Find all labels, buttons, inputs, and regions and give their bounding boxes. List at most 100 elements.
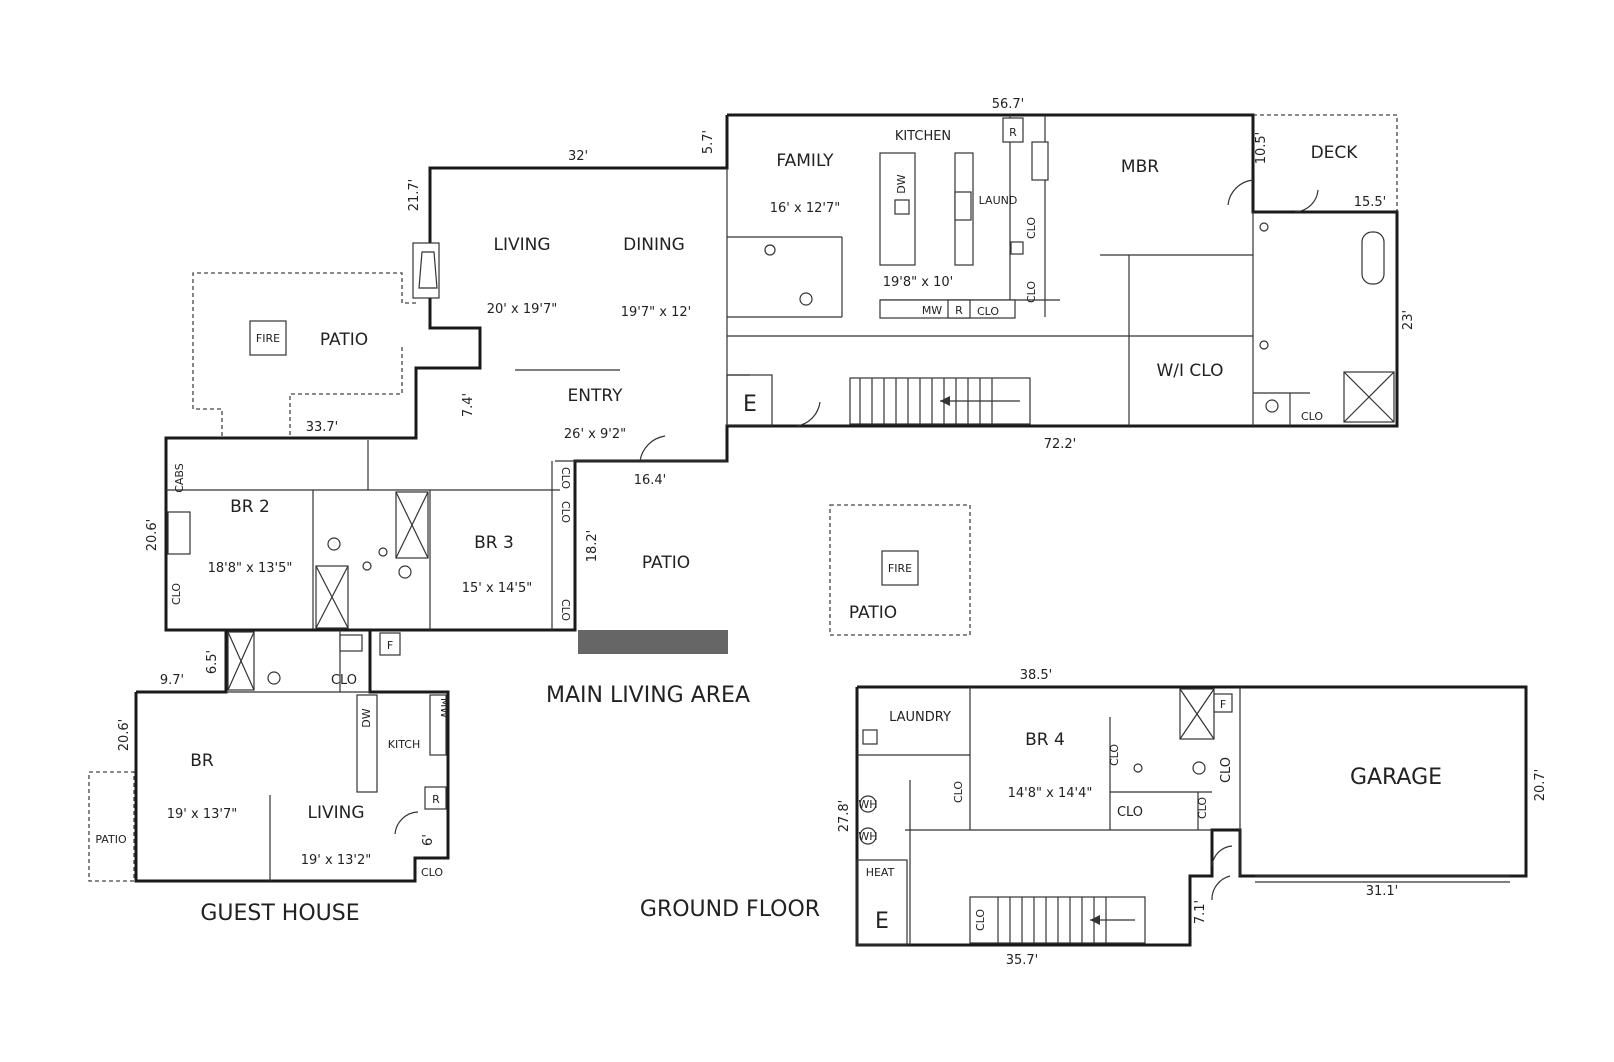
room-label: ENTRY xyxy=(568,386,624,406)
closet-label: CLO xyxy=(1219,757,1234,783)
fireplace-icon xyxy=(167,511,191,555)
shower-icon xyxy=(395,491,429,559)
dimension-label: 20.6' xyxy=(145,519,160,552)
room-label: FAMILY xyxy=(776,151,834,171)
sink-icon xyxy=(1259,222,1269,232)
toilet-icon xyxy=(1265,399,1279,413)
toilet-icon xyxy=(1192,761,1206,775)
toilet-icon xyxy=(327,537,341,551)
door-swing xyxy=(1211,845,1233,867)
dimension-label: 6.5' xyxy=(205,650,220,674)
dimension-label: 18.2' xyxy=(585,530,600,563)
dimension-label: 5.7' xyxy=(701,130,716,154)
fridge-label: R xyxy=(1009,126,1017,139)
fridge-label: R xyxy=(955,304,963,317)
guest-house: 9.7' 6.5' 20.6' 6' BR 19' x 13'7" LIVING… xyxy=(88,628,451,926)
room-label: BR 4 xyxy=(1025,730,1065,750)
sink-icon xyxy=(378,547,388,557)
dimension-label: 38.5' xyxy=(1020,668,1053,683)
deck-outline xyxy=(1253,114,1398,212)
closet-label: CLO xyxy=(421,866,443,879)
dimension-label: 15.5' xyxy=(1354,195,1387,210)
fridge-box xyxy=(947,299,971,319)
closet-label: CLO xyxy=(1301,410,1323,423)
dimension-label: 23' xyxy=(1401,310,1416,330)
section-title: GUEST HOUSE xyxy=(200,901,359,926)
room-label: HEAT xyxy=(866,866,895,879)
closet-label: CLO xyxy=(974,909,987,931)
upper-patio-outline xyxy=(192,272,416,438)
closet-label: CLO xyxy=(1025,217,1038,239)
dimension-label: 35.7' xyxy=(1006,953,1039,968)
furnace-box xyxy=(379,632,401,656)
ground-floor: 38.5' 27.8' 20.7' 35.7' 7.1' 31.1' LAUND… xyxy=(640,668,1548,968)
dimension-label: 9.7' xyxy=(160,673,184,688)
room-label: BR xyxy=(190,751,214,771)
elevator-label: E xyxy=(743,392,757,417)
room-label: LAUNDRY xyxy=(889,710,951,725)
water-heater-label: WH xyxy=(858,798,877,811)
room-size: 20' x 19'7" xyxy=(487,302,557,317)
elevator-box xyxy=(726,374,773,426)
main-living-area: 56.7' 32' 5.7' 21.7' 10.5' 15.5' 23' 72.… xyxy=(145,97,1416,708)
dimension-label: 21.7' xyxy=(407,179,422,212)
microwave-label: MW xyxy=(438,698,451,718)
dimension-label: 7.4' xyxy=(461,393,476,417)
dimension-label: 16.4' xyxy=(634,473,667,488)
dimension-label: 7.1' xyxy=(1193,900,1208,924)
room-label: KITCHEN xyxy=(895,129,951,144)
guest-patio-outline xyxy=(88,771,135,882)
closet-label: CLO xyxy=(559,501,572,523)
door-swing xyxy=(394,811,419,835)
closet-label: CLO xyxy=(977,305,999,318)
toilet-icon xyxy=(398,565,412,579)
room-size: 15' x 14'5" xyxy=(462,581,532,596)
closet-label: CLO xyxy=(559,467,572,489)
section-title: MAIN LIVING AREA xyxy=(546,683,750,708)
room-size: 19' x 13'7" xyxy=(167,807,237,822)
door-swing xyxy=(1227,179,1254,206)
room-size: 19' x 13'2" xyxy=(301,853,371,868)
door-swing xyxy=(796,401,821,427)
closet-label: CLO xyxy=(1196,797,1209,819)
room-label: KITCH xyxy=(388,738,420,751)
dimension-label: 6' xyxy=(421,834,436,846)
room-size: 19'8" x 10' xyxy=(883,275,953,290)
closet-label: CLO xyxy=(1108,744,1121,766)
room-label: BR 2 xyxy=(230,497,270,517)
dimension-label: 56.7' xyxy=(992,97,1025,112)
microwave-label: MW xyxy=(922,304,942,317)
closet-label: CLO xyxy=(170,583,183,605)
sink-icon xyxy=(862,729,878,745)
dimension-label: 72.2' xyxy=(1044,437,1077,452)
main-stairs xyxy=(849,377,1031,425)
room-label: LIVING xyxy=(307,803,364,823)
room-label: W/I CLO xyxy=(1156,361,1223,381)
room-label: PATIO xyxy=(849,603,897,623)
closet-label: CLO xyxy=(1025,281,1038,303)
fireplace-icon xyxy=(418,251,438,289)
fridge-box xyxy=(424,786,447,810)
main-exterior-wall xyxy=(164,113,1399,632)
water-heater-label: WH xyxy=(858,830,877,843)
fire-label: FIRE xyxy=(256,332,280,345)
sink-icon xyxy=(1259,340,1269,350)
furnace-box xyxy=(1213,693,1233,713)
closet-label: CLO xyxy=(1117,805,1143,820)
heat-room xyxy=(856,859,908,946)
water-heater-icon xyxy=(859,795,877,813)
patio-steps xyxy=(578,630,728,654)
room-label: GARAGE xyxy=(1350,765,1442,790)
shower-icon xyxy=(1343,371,1395,423)
dimension-label: 20.6' xyxy=(117,719,132,752)
room-label: DECK xyxy=(1311,143,1359,163)
room-label: LIVING xyxy=(493,235,550,255)
sink-icon xyxy=(894,199,910,215)
door-swing xyxy=(1211,875,1231,901)
sink-icon xyxy=(764,244,776,256)
dishwasher-label: DW xyxy=(360,708,373,727)
dimension-label: 33.7' xyxy=(306,420,339,435)
room-size: 19'7" x 12' xyxy=(621,305,691,320)
fire-label: FIRE xyxy=(888,562,912,575)
shower-icon xyxy=(1179,688,1215,740)
